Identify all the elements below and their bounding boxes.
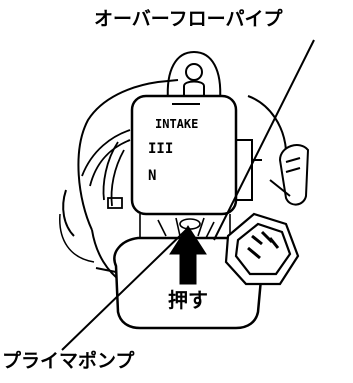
primer-pump-leader [61, 229, 187, 351]
primer-pump-label: プライマポンプ [2, 350, 135, 372]
fuel-tank [130, 94, 238, 216]
recoil-starter [224, 212, 300, 286]
push-arrow [169, 225, 207, 285]
throttle-handle [269, 144, 310, 206]
fuel-lines [81, 129, 131, 209]
overflow-pipe-leader [213, 39, 315, 241]
hanger-hook [166, 50, 222, 101]
tank-low-mark: N [148, 168, 156, 184]
tank-intake-label: INTAKE [155, 117, 198, 131]
body-outline [62, 189, 117, 273]
tank-full-mark: III [148, 141, 173, 157]
overflow-pipe-label: オーバーフローパイプ [94, 8, 283, 30]
recoil-starter-detail [247, 230, 280, 260]
push-label: 押す [168, 288, 208, 312]
